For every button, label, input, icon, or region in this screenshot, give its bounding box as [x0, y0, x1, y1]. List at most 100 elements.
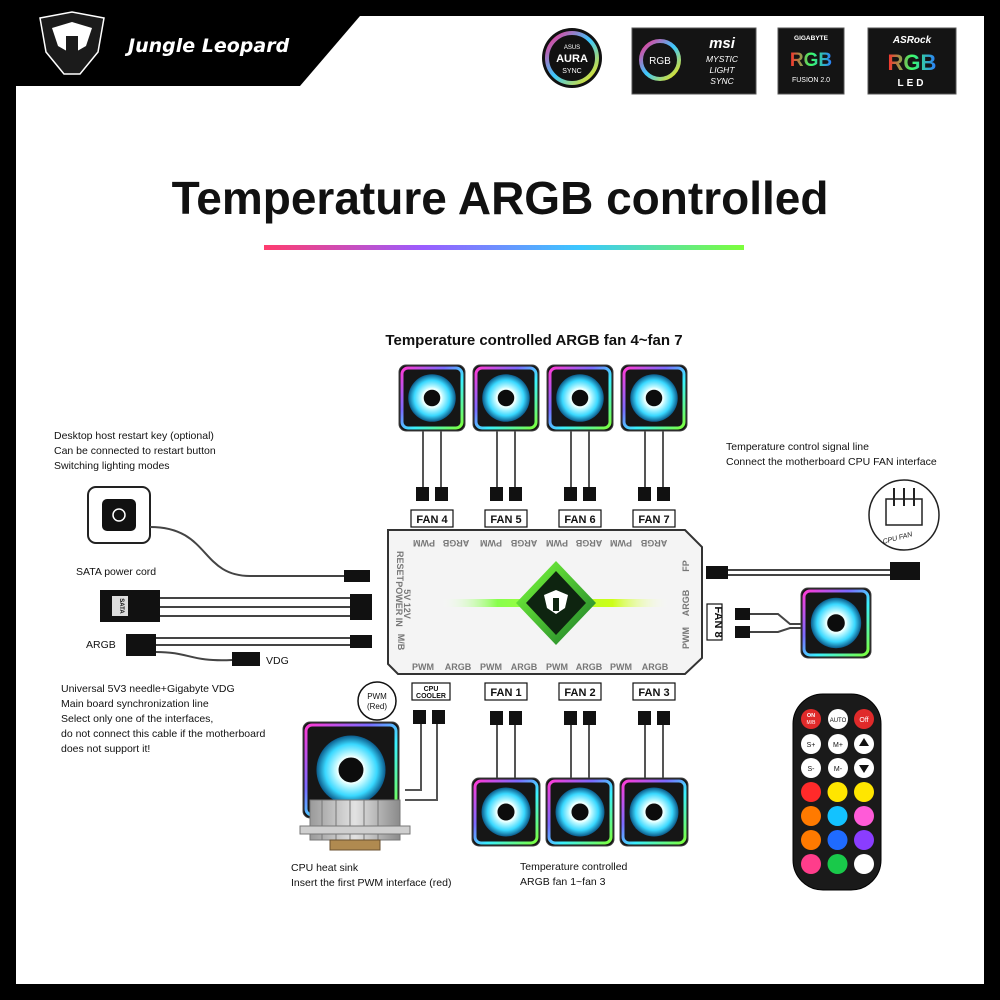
remote-color-button-4[interactable] [801, 806, 821, 826]
top-fan-plugs-1 [416, 487, 448, 501]
remote-on-button[interactable]: ON M/B [801, 709, 821, 729]
fan-hub: PWM ARGB PWM ARGB PWM ARGB PWM ARGB PWM … [387, 529, 703, 675]
remote-s-minus-label: S- [808, 766, 816, 773]
gigabyte-rgb-fusion-logo: GIGABYTE RGB FUSION 2.0 [777, 27, 845, 95]
leopard-logo-icon [39, 11, 105, 75]
remote-s-minus-button[interactable]: S- [801, 758, 821, 778]
top-fan-plugs-4 [638, 487, 670, 501]
page-title: Temperature ARGB controlled [172, 172, 829, 224]
signal-note-line-1: Temperature control signal line [726, 441, 869, 453]
remote-color-button-11[interactable] [827, 854, 848, 874]
fan-label-top-1-text: FAN 4 [416, 514, 448, 526]
remote-control: ON M/B AUTO Off S+ M+ S- M- [792, 693, 882, 891]
hub-reset-label: RESET [395, 551, 405, 582]
remote-m-plus-button[interactable]: M+ [828, 734, 848, 754]
hub-logo-diamond [516, 561, 596, 645]
hub-power-sub-label: 5V 12V [402, 589, 412, 619]
restart-note-line-2: Can be connected to restart button [54, 445, 216, 457]
remote-on-label: ON [807, 713, 815, 719]
signal-note: Temperature control signal line Connect … [726, 441, 937, 468]
remote-color-button-8[interactable] [827, 830, 848, 850]
hub-top-argb-4: ARGB [640, 538, 667, 548]
asrock-text: ASRock [892, 35, 932, 46]
left-cables [149, 526, 352, 662]
remote-color-button-12[interactable] [854, 854, 874, 874]
fan8-plug-bottom [735, 626, 750, 638]
argb-connector [126, 634, 156, 656]
brand-header: Jungle Leopard [39, 11, 290, 75]
top-fan-plugs-3 [564, 487, 596, 501]
hub-top-pwm-3: PWM [546, 538, 568, 548]
universal-note-line-4: do not connect this cable if the motherb… [61, 728, 265, 740]
hub-right-argb-label: ARGB [681, 589, 691, 616]
remote-off-button[interactable]: Off [854, 709, 874, 729]
brightness-down-icon [859, 765, 869, 773]
brand-name: Jungle Leopard [124, 35, 290, 57]
hub-bottom-argb-4: ARGB [642, 662, 669, 672]
msi-mystic-light-logo: RGB msi MYSTIC LIGHT SYNC [631, 27, 757, 95]
remote-m-minus-button[interactable]: M- [828, 758, 848, 778]
title-underline [264, 245, 744, 250]
hub-bottom-pwm-1: PWM [412, 662, 434, 672]
led-text: LED [898, 78, 927, 89]
remote-color-button-9[interactable] [854, 830, 874, 850]
fan-label-top-4-text: FAN 7 [638, 514, 669, 526]
hub-right-pwm-label: PWM [681, 627, 691, 649]
remote-color-button-5[interactable] [827, 806, 848, 826]
fan-label-top-2: FAN 5 [484, 509, 528, 528]
restart-note-line-3: Switching lighting modes [54, 460, 170, 472]
remote-brightness-up-button[interactable] [854, 734, 874, 754]
msi-sync-text: SYNC [710, 76, 734, 86]
bottom-fans-caption-line-1: Temperature controlled [520, 861, 628, 873]
remote-color-button-2[interactable] [827, 782, 848, 802]
cpu-heatsink [299, 799, 411, 851]
universal-note-line-2: Main board synchronization line [61, 698, 209, 710]
remote-auto-button[interactable]: AUTO [828, 709, 848, 729]
fan-label-top-2-text: FAN 5 [490, 514, 521, 526]
top-fan-2 [472, 364, 540, 432]
remote-off-label: Off [859, 717, 868, 724]
brightness-up-icon [859, 738, 869, 746]
hub-top-pwm-1: PWM [413, 538, 435, 548]
cpu-cooler-label-line-1: CPU [424, 686, 439, 693]
fan-8 [800, 587, 872, 659]
cpu-cooler-label: CPU COOLER [411, 682, 451, 701]
top-fan-3 [546, 364, 614, 432]
vdg-connector [232, 652, 260, 666]
remote-color-button-10[interactable] [801, 854, 821, 874]
universal-note-line-1: Universal 5V3 needle+Gigabyte VDG [61, 683, 235, 695]
remote-s-plus-button[interactable]: S+ [801, 734, 821, 754]
remote-color-button-7[interactable] [801, 830, 821, 850]
fan-label-top-3-text: FAN 6 [564, 514, 595, 526]
pwm-red-line-1: PWM [367, 692, 387, 701]
remote-color-buttons [801, 782, 874, 874]
cpu-cooler-plugs [413, 710, 445, 724]
reset-plug [344, 570, 370, 582]
bottom-fan-plugs-1 [490, 711, 522, 725]
restart-key-button[interactable] [87, 486, 151, 544]
hub-top-argb-3: ARGB [575, 538, 602, 548]
remote-color-button-1[interactable] [801, 782, 821, 802]
asus-aura-logo: ASUS AURA SYNC [542, 28, 602, 88]
vdg-label: VDG [266, 655, 289, 667]
fan-label-bottom-3-text: FAN 3 [638, 687, 669, 699]
pwm-red-badge: PWM (Red) [357, 681, 397, 721]
remote-color-button-3[interactable] [854, 782, 874, 802]
fan-label-top-1: FAN 4 [410, 509, 454, 528]
sync-text: SYNC [562, 68, 581, 75]
asus-small-text: ASUS [564, 45, 580, 51]
hub-bottom-pwm-2: PWM [480, 662, 502, 672]
restart-note-line-1: Desktop host restart key (optional) [54, 430, 214, 442]
sun-icon [112, 508, 126, 522]
restart-note: Desktop host restart key (optional) Can … [54, 430, 216, 472]
asrock-rgb-led-logo: ASRock RGB LED [867, 27, 957, 95]
bottom-fan-plugs-3 [638, 711, 670, 725]
remote-m-plus-label: M+ [833, 742, 843, 749]
remote-color-button-6[interactable] [854, 806, 874, 826]
top-fan-plugs-2 [490, 487, 522, 501]
fan8-label-text: FAN 8 [712, 606, 724, 637]
remote-brightness-down-button[interactable] [854, 758, 874, 778]
universal-note: Universal 5V3 needle+Gigabyte VDG Main b… [61, 683, 265, 755]
